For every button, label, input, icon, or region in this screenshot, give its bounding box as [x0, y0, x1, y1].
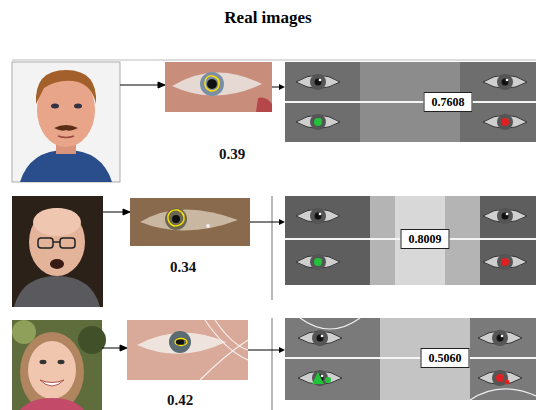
- flow-arrow: [272, 84, 285, 90]
- frame-line: [12, 60, 536, 61]
- eye-crop-node: 0.39: [165, 62, 272, 112]
- gray-eye-panel: [285, 196, 536, 285]
- score-label: 0.39: [219, 146, 245, 162]
- score-label: 0.42: [167, 392, 193, 408]
- eye-crop-node: 0.34: [130, 198, 250, 246]
- figure-title: Real images: [0, 8, 536, 28]
- face-photo: [12, 320, 106, 410]
- divider-line: [272, 196, 273, 300]
- gray-eye-panel: [285, 62, 536, 142]
- flow-arrow: [250, 219, 285, 225]
- comparison-panel-node: 0.5060: [285, 318, 536, 400]
- divider-line: [272, 318, 273, 410]
- eye-crop: [127, 320, 248, 380]
- similarity-score-box: 0.5060: [421, 348, 470, 368]
- flow-arrow: [248, 347, 285, 353]
- eye-crop: [165, 62, 272, 112]
- score-label: 0.34: [170, 259, 196, 275]
- face-photo: [12, 196, 103, 307]
- comparison-panel-node: 0.7608: [285, 62, 536, 142]
- similarity-score-box: 0.8009: [401, 229, 450, 249]
- face-photo: [12, 62, 120, 182]
- eye-crop-node: 0.42: [127, 320, 248, 380]
- eye-crop: [130, 198, 250, 246]
- comparison-panel-node: 0.8009: [285, 196, 536, 285]
- gray-eye-panel: [285, 318, 536, 400]
- similarity-score-box: 0.7608: [424, 92, 473, 112]
